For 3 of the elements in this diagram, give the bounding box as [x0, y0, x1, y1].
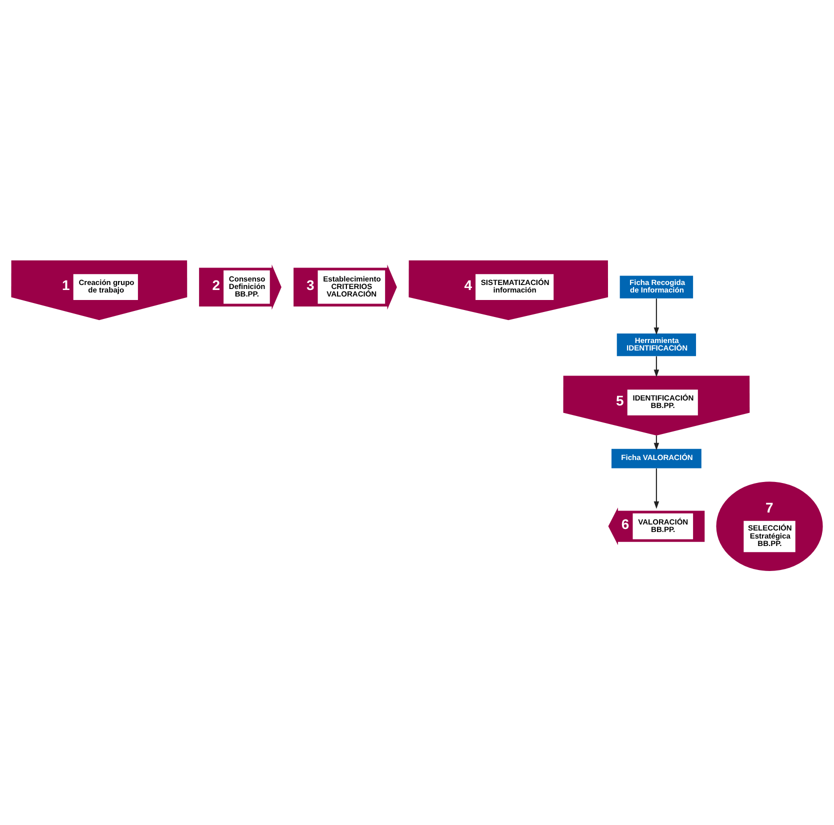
arrow — [654, 298, 660, 335]
arrow — [654, 468, 660, 509]
arrow — [654, 356, 660, 378]
